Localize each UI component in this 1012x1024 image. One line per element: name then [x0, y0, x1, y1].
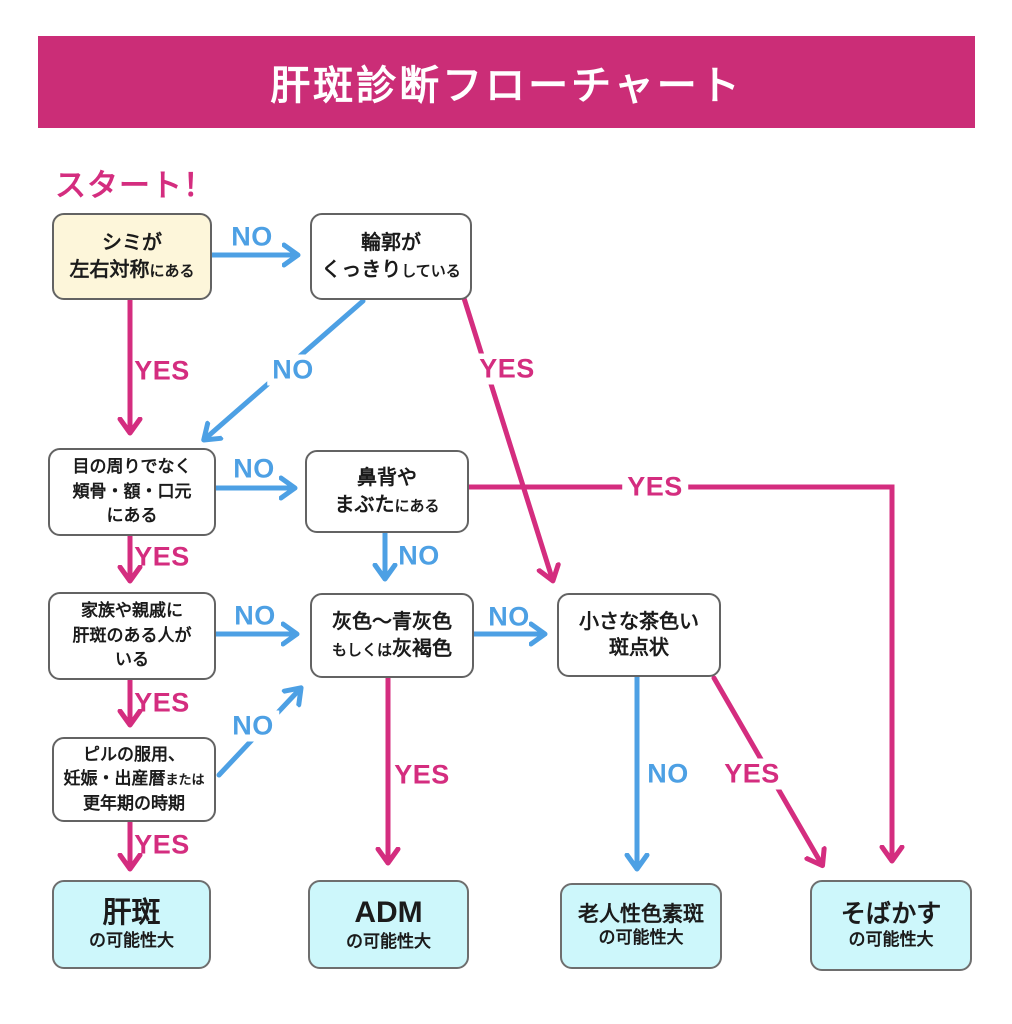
node-brown-spots-line1: 小さな茶色い — [579, 610, 699, 633]
result-senile-lentigo-sub: の可能性大 — [598, 928, 684, 948]
edge-label-yes-7: YES — [134, 829, 190, 860]
edge-label-yes-2: YES — [474, 353, 540, 385]
node-nose-eyelid: 鼻背や まぶたにある — [305, 450, 469, 533]
node-nose-eyelid-line1: 鼻背や — [357, 467, 417, 490]
node-symmetry-line1: シミが — [102, 232, 162, 255]
result-adm-name: ADM — [354, 896, 423, 930]
result-senile-lentigo: 老人性色素斑 の可能性大 — [560, 883, 722, 969]
edge-label-no-7: NO — [227, 710, 279, 742]
node-family: 家族や親戚に 肝斑のある人が いる — [48, 592, 216, 680]
result-freckles-sub: の可能性大 — [848, 929, 934, 949]
node-location-line1: 目の周りでなく — [72, 457, 192, 477]
node-location-line2: 頬骨・額・口元 — [72, 481, 192, 501]
result-melasma-name: 肝斑 — [102, 896, 161, 929]
result-melasma: 肝斑 の可能性大 — [52, 880, 211, 969]
edge-label-no-2: NO — [267, 354, 319, 386]
node-gray-color: 灰色〜青灰色 もしくは灰褐色 — [310, 593, 474, 678]
edge-label-no-1: NO — [231, 221, 273, 252]
node-gray-color-line1: 灰色〜青灰色 — [332, 611, 452, 634]
edge-label-yes-6: YES — [719, 758, 785, 790]
node-hormonal-line1: ピルの服用、 — [83, 744, 185, 764]
node-family-line3: いる — [115, 650, 149, 670]
edge-label-yes-5: YES — [394, 759, 450, 790]
node-brown-spots: 小さな茶色い 斑点状 — [557, 593, 721, 677]
node-symmetry-line2: 左右対称にある — [69, 258, 195, 281]
node-brown-spots-line2: 斑点状 — [609, 637, 669, 659]
node-hormonal-line3: 更年期の時期 — [83, 793, 185, 813]
result-freckles: そばかす の可能性大 — [810, 880, 972, 971]
header-banner: 肝斑診断フローチャート — [38, 36, 975, 128]
edge-yes-nose-freckles — [464, 484, 892, 858]
start-label: スタート！ — [55, 168, 215, 203]
node-family-line2: 肝斑のある人が — [72, 625, 192, 645]
node-nose-eyelid-line2: まぶたにある — [334, 493, 440, 516]
result-adm: ADM の可能性大 — [308, 880, 469, 969]
node-outline: 輪郭が くっきりしている — [310, 213, 472, 300]
edge-label-yes-3: YES — [134, 541, 190, 572]
node-gray-color-line2: もしくは灰褐色 — [331, 637, 452, 660]
result-senile-lentigo-name: 老人性色素斑 — [578, 902, 704, 926]
page-title: 肝斑診断フローチャート — [270, 64, 743, 108]
node-symmetry: シミが 左右対称にある — [52, 213, 212, 300]
node-location: 目の周りでなく 頬骨・額・口元 にある — [48, 448, 216, 536]
edge-label-no-6: NO — [488, 601, 530, 632]
result-freckles-name: そばかす — [840, 900, 942, 929]
edge-label-no-5: NO — [234, 600, 276, 631]
edge-label-yes-long: YES — [622, 471, 688, 503]
edge-label-no-8: NO — [647, 758, 689, 789]
result-melasma-sub: の可能性大 — [89, 931, 174, 951]
node-outline-line1: 輪郭が — [361, 232, 421, 255]
node-outline-line2: くっきりしている — [321, 258, 461, 281]
result-adm-sub: の可能性大 — [346, 931, 431, 951]
node-family-line1: 家族や親戚に — [81, 601, 183, 621]
edge-label-yes-4: YES — [134, 687, 190, 718]
edge-label-yes-1: YES — [134, 355, 190, 386]
edge-label-no-4: NO — [398, 540, 440, 571]
edge-yes-outline-brown — [460, 292, 552, 578]
edge-label-no-3: NO — [233, 453, 275, 484]
node-location-line3: にある — [106, 506, 158, 526]
node-hormonal: ピルの服用、 妊娠・出産暦または 更年期の時期 — [52, 737, 216, 822]
node-hormonal-line2: 妊娠・出産暦または — [63, 769, 205, 789]
